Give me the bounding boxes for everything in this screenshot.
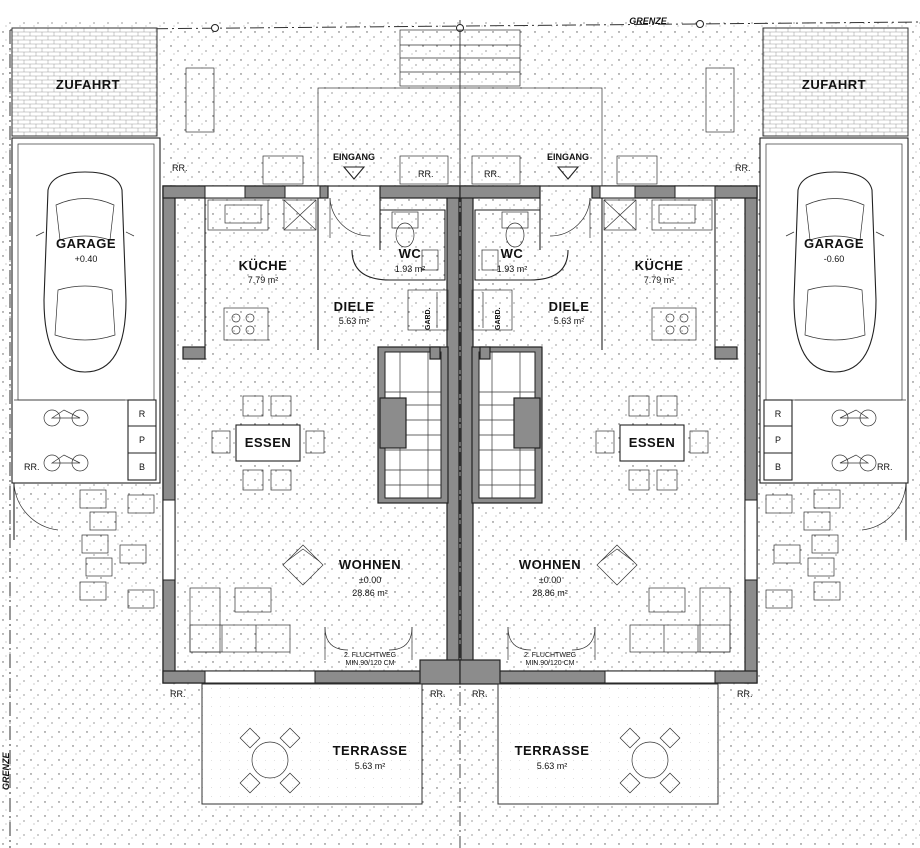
room-level: ±0.00 [359, 575, 381, 585]
gard-label: GARD. [495, 307, 502, 330]
room-name: ESSEN [629, 435, 676, 450]
room-area: 5.63 m² [339, 316, 370, 326]
rr-label: RR. [472, 689, 488, 699]
room-name: KÜCHE [239, 258, 288, 273]
garage-label: GARAGE [804, 236, 864, 251]
room-name: WOHNEN [519, 557, 581, 572]
escape-route-label: 2. FLUCHTWEG [524, 652, 576, 659]
storage-label: B [775, 462, 781, 472]
room-name: ESSEN [245, 435, 292, 450]
escape-route-label: MIN.90/120 CM [525, 660, 574, 667]
rr-label: RR. [24, 462, 40, 472]
room-area: 7.79 m² [248, 275, 279, 285]
rr-label: RR. [737, 689, 753, 699]
rr-label: RR. [735, 163, 751, 173]
room-area: 5.63 m² [554, 316, 585, 326]
escape-route-label: 2. FLUCHTWEG [344, 652, 396, 659]
rr-label: RR. [877, 462, 893, 472]
room-area: 5.63 m² [355, 761, 386, 771]
room-area: 7.79 m² [644, 275, 675, 285]
entrance-label: EINGANG [547, 152, 589, 162]
rr-label: RR. [418, 169, 434, 179]
escape-route-label: MIN.90/120 CM [345, 660, 394, 667]
room-name: DIELE [549, 299, 590, 314]
garage-level: -0.60 [824, 254, 845, 264]
garage-label: GARAGE [56, 236, 116, 251]
rr-label: RR. [430, 689, 446, 699]
storage-label: R [775, 409, 782, 419]
entrance-label: EINGANG [333, 152, 375, 162]
zufahrt-label: ZUFAHRT [56, 77, 120, 92]
room-name: TERRASSE [333, 743, 408, 758]
rr-label: RR. [172, 163, 188, 173]
room-name: WOHNEN [339, 557, 401, 572]
storage-label: R [139, 409, 146, 419]
rr-label: RR. [484, 169, 500, 179]
storage-label: B [139, 462, 145, 472]
room-level: ±0.00 [539, 575, 561, 585]
garage-level: +0.40 [75, 254, 98, 264]
rr-label: RR. [170, 689, 186, 699]
room-area: 5.63 m² [537, 761, 568, 771]
room-name: TERRASSE [515, 743, 590, 758]
border-label-top: GRENZE [629, 16, 668, 26]
room-area: 1.93 m² [395, 264, 426, 274]
zufahrt-label: ZUFAHRT [802, 77, 866, 92]
room-name: DIELE [334, 299, 375, 314]
room-area: 1.93 m² [497, 264, 528, 274]
room-area: 28.86 m² [532, 588, 568, 598]
room-name: WC [501, 246, 524, 261]
room-name: KÜCHE [635, 258, 684, 273]
entrance-arrow-icon [556, 166, 580, 180]
storage-label: P [139, 435, 145, 445]
storage-label: P [775, 435, 781, 445]
entrance-arrow-icon [342, 166, 366, 180]
room-name: WC [399, 246, 422, 261]
room-area: 28.86 m² [352, 588, 388, 598]
border-label-left: GRENZE [1, 752, 11, 791]
gard-label: GARD. [425, 307, 432, 330]
